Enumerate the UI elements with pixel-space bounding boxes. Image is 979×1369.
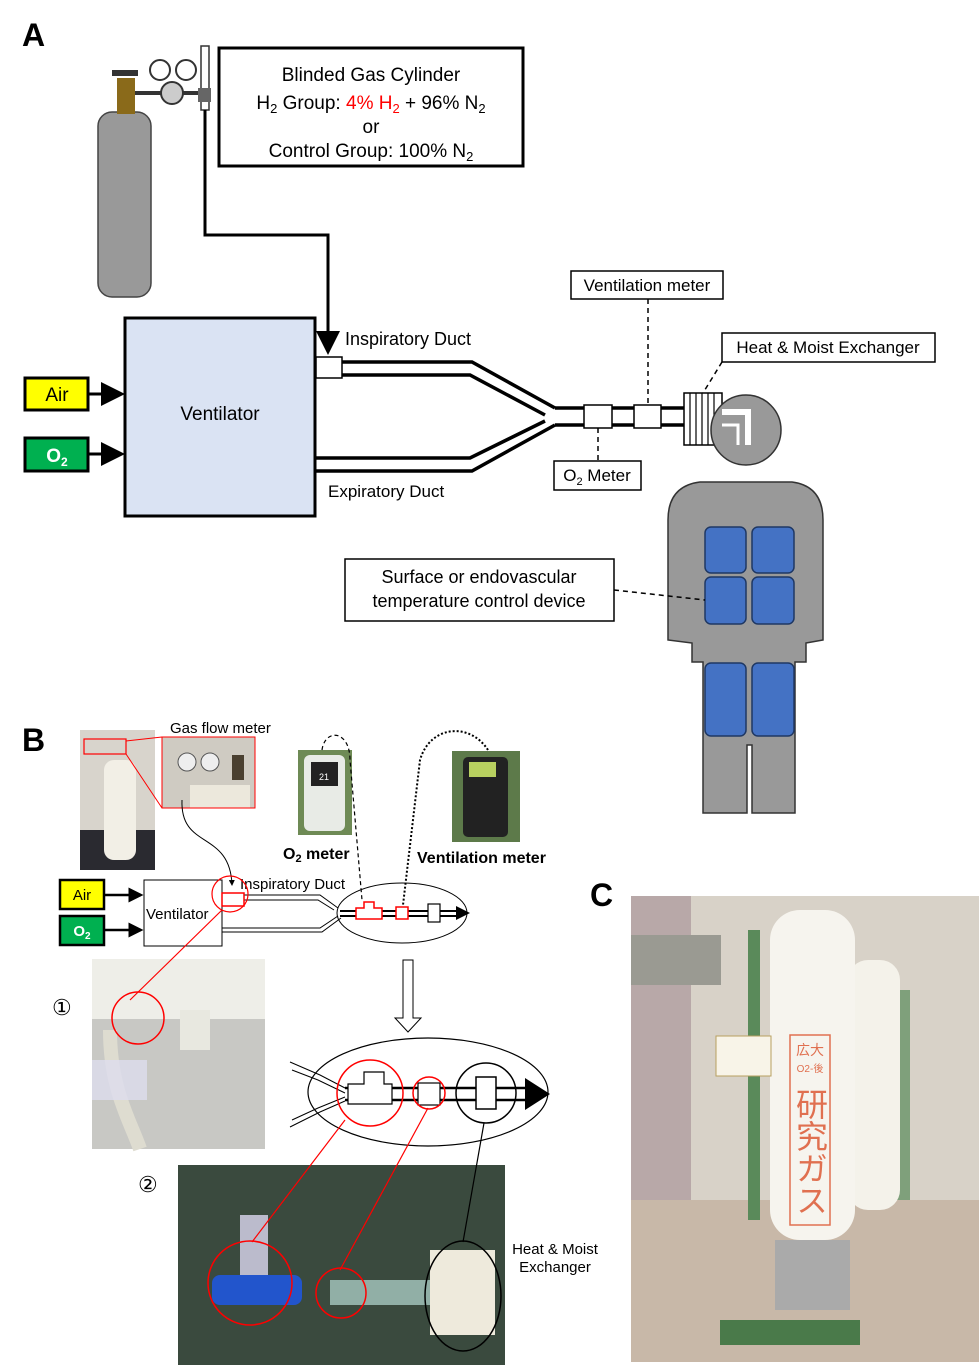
air-label-b: Air: [73, 887, 91, 904]
o2-label-b: O2: [73, 923, 91, 942]
patient-head-icon: [710, 394, 782, 466]
arrowhead: [456, 906, 470, 920]
temperature-pads: [704, 526, 795, 737]
cylinder-label-3: 研究ガス: [792, 1088, 828, 1216]
hme-text: Heat & Moist Exchanger: [736, 338, 920, 357]
air-box: Air: [23, 376, 90, 412]
panel-label-b: B: [22, 722, 45, 758]
ventilator-port-photo: [92, 959, 265, 1152]
gas-inlet-port: [315, 356, 343, 379]
ventilation-meter-label: Ventilation meter: [570, 270, 724, 300]
highlight-circle: [211, 875, 249, 913]
o2-meter-port: [583, 404, 613, 429]
callout-line: [129, 909, 223, 1001]
gas-box-title: Blinded Gas Cylinder: [282, 65, 461, 86]
hme-label: Heat & Moist Exchanger: [721, 332, 936, 363]
o2-meter-display: 21: [319, 772, 329, 782]
gas-cylinder-box: Blinded Gas Cylinder H2 Group: 4% H2 + 9…: [217, 46, 525, 168]
temp-device-line2: temperature control device: [372, 591, 585, 611]
cylinder-label-2: O2-後: [797, 1062, 824, 1075]
temp-device-line1: Surface or endovascular: [381, 567, 576, 587]
callout-line: [251, 1119, 346, 1243]
circuit-b: [222, 894, 460, 933]
callout-line: [339, 1107, 429, 1271]
gas-box-h2-group: H2 Group: 4% H2 + 96% N2: [256, 93, 485, 116]
o2-meter-text: O2 Meter: [563, 466, 631, 488]
panel-label-c: C: [590, 877, 613, 913]
ventilation-meter-label-b: Ventilation meter: [417, 850, 546, 867]
ventilator-box: Ventilator: [123, 316, 317, 518]
gas-box-control: Control Group: 100% N2: [269, 141, 474, 164]
o2-box: O2: [23, 436, 90, 473]
cylinder-photo: [80, 730, 155, 870]
ventilator-label: Ventilator: [180, 404, 260, 425]
air-label: Air: [45, 385, 69, 406]
gas-flow-meter-label: Gas flow meter: [170, 720, 271, 737]
hme-label-b-line1: Heat & Moist: [512, 1241, 599, 1258]
gas-box-or: or: [363, 117, 381, 138]
o2-meter-label-b: O2 meter: [283, 846, 350, 865]
inspiratory-duct-label-b: Inspiratory Duct: [240, 876, 346, 893]
ventilator-label-b: Ventilator: [146, 906, 209, 923]
temperature-device-label: Surface or endovascular temperature cont…: [344, 558, 615, 622]
leader-line: [702, 361, 723, 394]
ventilator-circuit: [316, 360, 685, 473]
ventilation-meter-text: Ventilation meter: [584, 276, 711, 295]
marker-1: ①: [52, 995, 72, 1020]
o2-meter-label: O2 Meter: [553, 460, 642, 491]
gas-cylinder-photo: 広大 O2-後 研究ガス: [631, 896, 979, 1362]
leader-line: [613, 589, 706, 601]
cylinder-label-1: 広大: [796, 1042, 824, 1058]
marker-2: ②: [138, 1172, 158, 1197]
hme-b: [427, 903, 441, 923]
gas-inlet-port-b: [221, 892, 245, 907]
gas-flow-meter-photo: [161, 736, 256, 809]
o2-port-b: [355, 901, 383, 920]
down-arrow-icon: [393, 959, 423, 1033]
inspiratory-duct-label: Inspiratory Duct: [345, 329, 471, 349]
flow-port-b: [395, 906, 409, 920]
ventilation-meter-port: [633, 404, 662, 429]
o2-box-b: O2: [58, 914, 106, 947]
gas-line: [181, 799, 235, 886]
expiratory-duct-label: Expiratory Duct: [328, 482, 444, 501]
zoom-ellipse-small: [336, 882, 468, 944]
o2-meter-photo: 21: [298, 750, 352, 835]
air-box-b: Air: [58, 878, 106, 911]
enlarged-circuit: [289, 1037, 550, 1147]
ventilation-cable: [402, 730, 489, 906]
circuit-photo: [178, 1165, 505, 1365]
gas-line: [203, 110, 340, 355]
o2-label: O2: [46, 446, 68, 469]
ventilation-meter-photo: [452, 751, 520, 842]
ventilator-box-b: [143, 879, 223, 947]
gas-cylinder-icon: [97, 45, 211, 298]
callout-line: [462, 1122, 485, 1243]
panel-label-a: A: [22, 17, 45, 53]
hme-label-b-line2: Exchanger: [519, 1259, 591, 1276]
